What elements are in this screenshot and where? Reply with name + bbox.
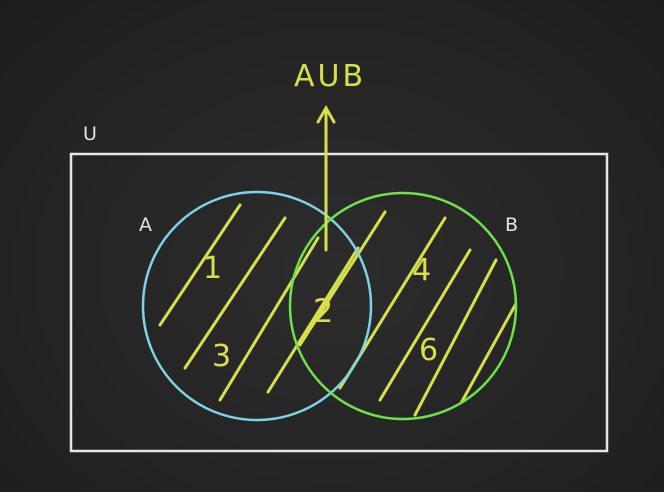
- set-a-circle: [141, 190, 373, 422]
- region-number-1: 1: [203, 251, 222, 286]
- region-number-4: 4: [412, 253, 431, 288]
- universe-label: U: [83, 123, 97, 145]
- region-number-6: 6: [419, 333, 438, 368]
- set-b-label: B: [505, 214, 518, 236]
- set-a-label: A: [139, 214, 152, 236]
- region-number-2: 2: [313, 292, 333, 330]
- set-b-circle: [288, 191, 518, 421]
- union-title: AUB: [294, 59, 366, 94]
- arrow-up-icon: [316, 104, 336, 252]
- universe-rectangle: [69, 152, 609, 453]
- region-number-3: 3: [212, 339, 231, 374]
